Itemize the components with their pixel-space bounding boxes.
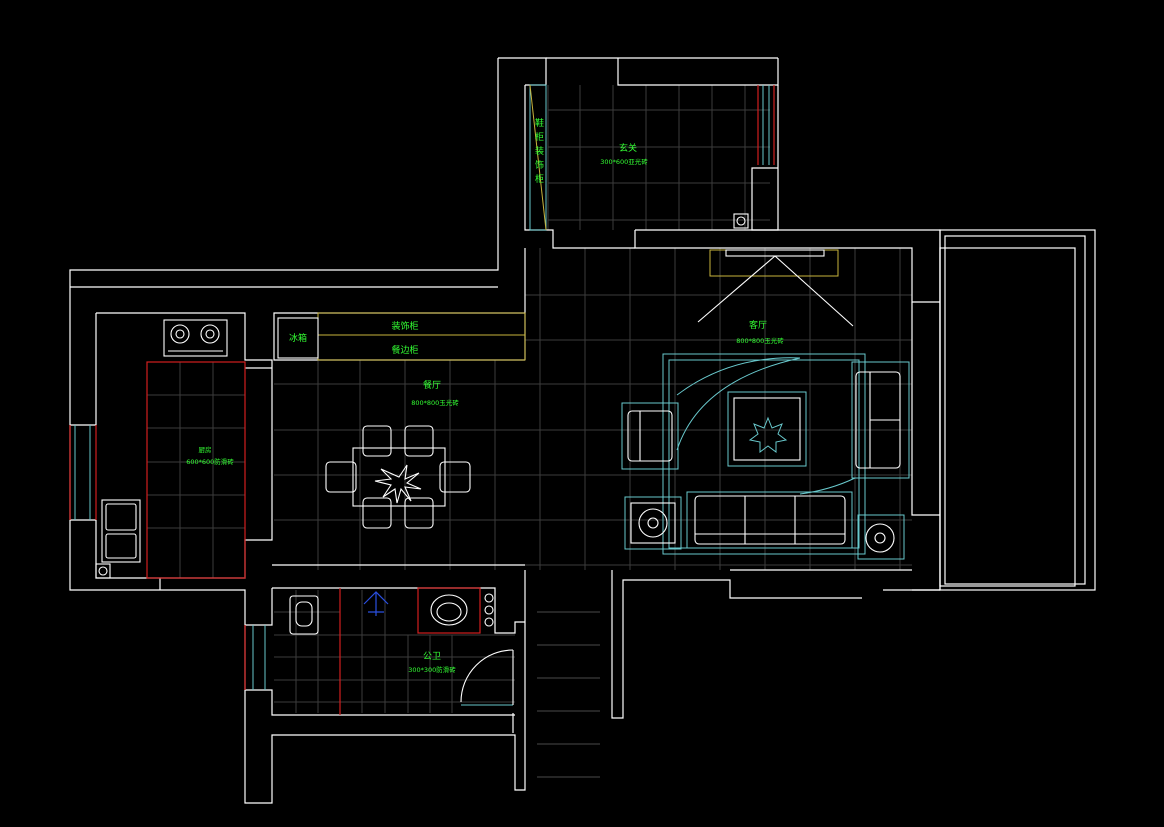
- entrance-area: 鞋柜装饰柜 玄关 300*600亚光砖: [529, 84, 749, 231]
- living-room: 客厅 800*800玉光砖: [621, 249, 910, 560]
- dining-name-label: 餐厅: [423, 379, 441, 391]
- kitchen-tile-label: 600*600防滑砖: [186, 457, 234, 466]
- living-tile-label: 800*800玉光砖: [736, 336, 784, 345]
- entrance-name-label: 玄关: [619, 142, 637, 154]
- bathroom: 公卫 300*300防滑砖: [289, 587, 514, 715]
- floor-tile-grid: [147, 85, 912, 713]
- side-cabinet-label: 餐边柜: [391, 344, 418, 356]
- window-markers: [69, 85, 775, 690]
- decor-cabinet-label: 装饰柜: [391, 320, 418, 332]
- bath-name-label: 公卫: [423, 651, 441, 662]
- dining-area: 冰箱 装饰柜 餐边柜 餐厅 800*800玉光砖: [277, 312, 526, 529]
- bath-tile-label: 300*300防滑砖: [408, 665, 456, 674]
- fridge-label: 冰箱: [289, 332, 307, 344]
- dining-tile-label: 800*800玉光砖: [411, 398, 459, 407]
- kitchen: 厨房 600*600防滑砖: [95, 319, 246, 579]
- living-name-label: 客厅: [749, 319, 767, 331]
- entrance-cabinet-label: 鞋柜装饰柜: [533, 117, 544, 188]
- kitchen-name-label: 厨房: [199, 445, 212, 454]
- stairs: [537, 611, 600, 778]
- entrance-tile-label: 300*600亚光砖: [600, 157, 648, 166]
- walls: [69, 57, 1096, 804]
